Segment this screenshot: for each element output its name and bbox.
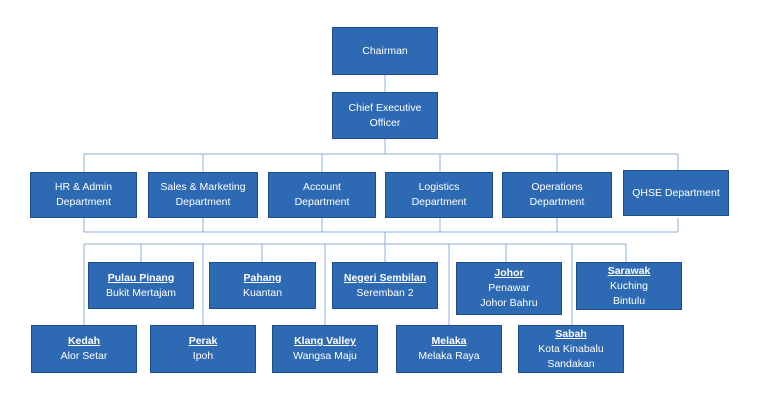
- dept-logistics-line2: Department: [411, 196, 467, 208]
- branch-sabah-state: Sabah: [555, 327, 587, 340]
- branch-negeri-sembilan-state: Negeri Sembilan: [343, 271, 427, 284]
- dept-operations: Operations Department: [502, 172, 612, 218]
- branch-sarawak: Sarawak Kuching Bintulu: [576, 262, 682, 310]
- dept-sales-marketing: Sales & Marketing Department: [148, 172, 258, 218]
- branch-kedah-state: Kedah: [67, 335, 101, 347]
- branch-negeri-sembilan-town: Seremban 2: [356, 286, 414, 299]
- branch-perak-town: Ipoh: [192, 350, 214, 362]
- chairman-label: Chairman: [362, 44, 408, 57]
- branch-melaka: Melaka Melaka Raya: [396, 325, 502, 373]
- dept-logistics-line1: Logistics: [418, 181, 460, 193]
- branch-sabah-town-2: Sandakan: [547, 357, 595, 370]
- branch-johor-town-2: Johor Bahru: [480, 297, 538, 309]
- branch-pahang-town: Kuantan: [242, 286, 283, 299]
- ceo-label-line1: Chief Executive: [348, 101, 422, 114]
- dept-account: Account Department: [268, 172, 376, 218]
- branch-pahang-state: Pahang: [243, 271, 282, 284]
- branch-melaka-town: Melaka Raya: [418, 350, 480, 362]
- ceo-box: Chief Executive Officer: [332, 92, 438, 139]
- chairman-box: Chairman: [332, 27, 438, 75]
- branch-sabah: Sabah Kota Kinabalu Sandakan: [518, 325, 624, 373]
- branch-negeri-sembilan: Negeri Sembilan Seremban 2: [332, 262, 438, 309]
- dept-sales-marketing-line2: Department: [175, 196, 231, 208]
- branch-perak: Perak Ipoh: [150, 325, 256, 373]
- dept-qhse-label: QHSE Department: [632, 186, 720, 199]
- dept-logistics: Logistics Department: [385, 172, 493, 218]
- branch-sarawak-state: Sarawak: [607, 264, 651, 277]
- branch-klang-valley-town: Wangsa Maju: [293, 350, 357, 362]
- branch-johor-state: Johor: [494, 267, 524, 279]
- dept-hr-admin-line1: HR & Admin: [54, 181, 113, 193]
- dept-operations-line1: Operations: [531, 181, 583, 193]
- branch-sarawak-town-1: Kuching: [610, 279, 648, 292]
- dept-hr-admin-line2: Department: [56, 196, 111, 208]
- branch-klang-valley: Klang Valley Wangsa Maju: [272, 325, 378, 373]
- branch-kedah-town: Alor Setar: [60, 350, 108, 362]
- dept-operations-line2: Department: [529, 196, 585, 208]
- branch-johor-town-1: Penawar: [488, 282, 530, 294]
- dept-qhse: QHSE Department: [623, 170, 729, 216]
- branch-pulau-pinang: Pulau Pinang Bukit Mertajam: [88, 262, 194, 309]
- branch-pahang: Pahang Kuantan: [209, 262, 316, 309]
- branch-pulau-pinang-town: Bukit Mertajam: [105, 286, 177, 299]
- branch-sabah-town-1: Kota Kinabalu: [538, 342, 604, 355]
- branch-kedah: Kedah Alor Setar: [31, 325, 137, 373]
- branch-perak-state: Perak: [188, 335, 218, 347]
- dept-hr-admin: HR & Admin Department: [30, 172, 137, 218]
- branch-pulau-pinang-state: Pulau Pinang: [107, 271, 175, 284]
- branch-sarawak-town-2: Bintulu: [612, 294, 646, 307]
- dept-account-line1: Account: [303, 181, 341, 193]
- branch-melaka-state: Melaka: [431, 335, 467, 347]
- branch-klang-valley-state: Klang Valley: [294, 335, 356, 347]
- ceo-label-line2: Officer: [369, 116, 401, 129]
- dept-account-line2: Department: [294, 196, 350, 208]
- branch-johor: Johor Penawar Johor Bahru: [456, 262, 562, 315]
- dept-sales-marketing-line1: Sales & Marketing: [160, 181, 246, 193]
